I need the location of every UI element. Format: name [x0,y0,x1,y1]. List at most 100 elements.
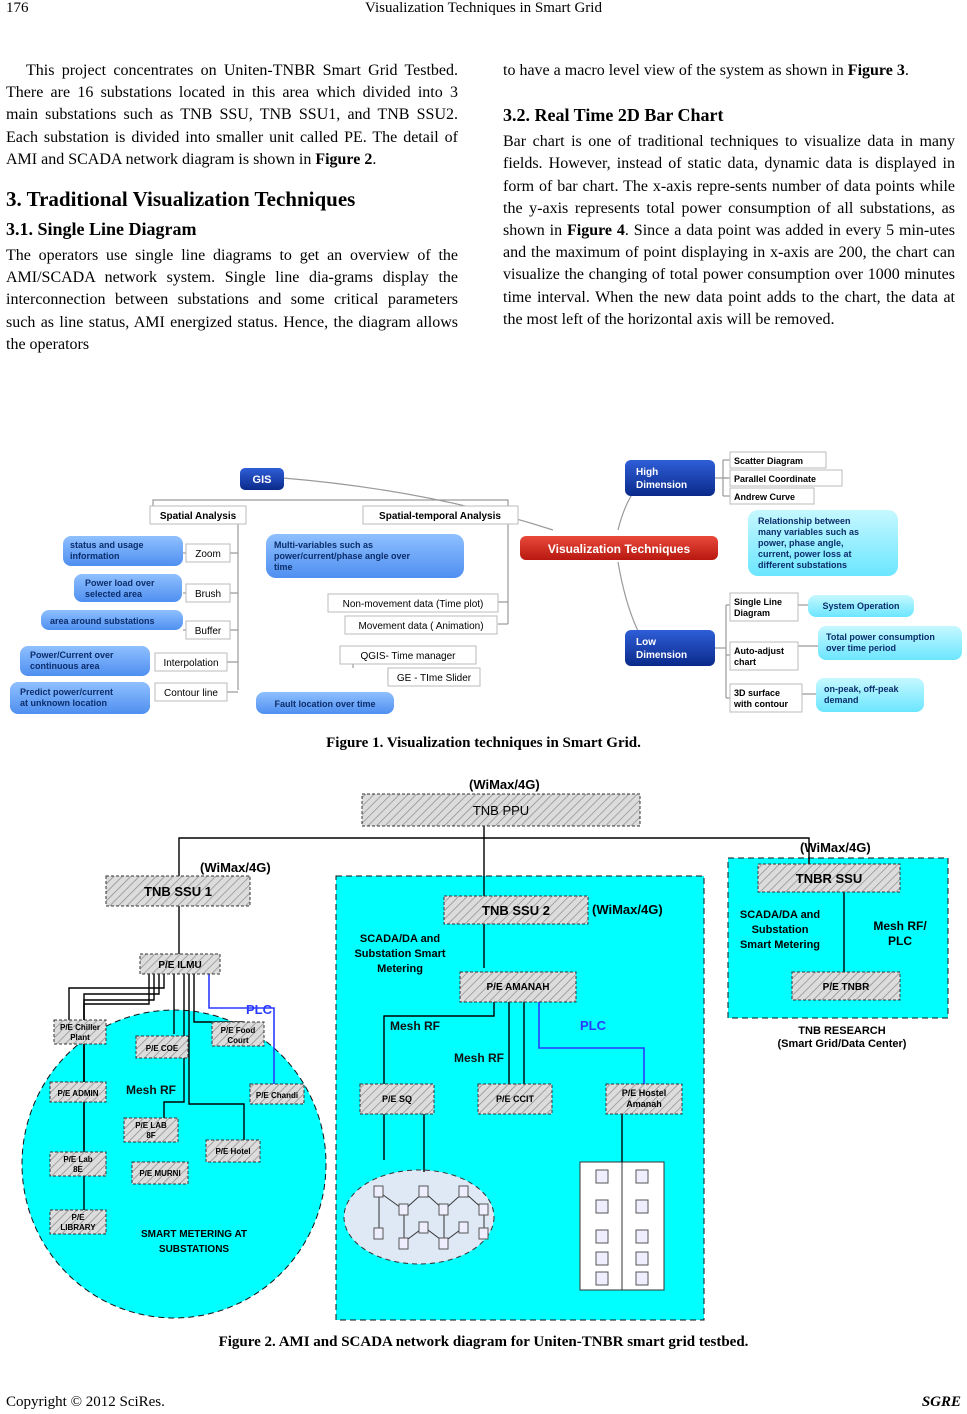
svg-text:Predict power/current: Predict power/current [20,687,113,697]
svg-text:Smart Metering: Smart Metering [740,939,820,951]
svg-text:SCADA/DA and: SCADA/DA and [740,909,820,921]
svg-text:power, phase angle,: power, phase angle, [758,538,844,548]
svg-text:(WiMax/4G): (WiMax/4G) [592,902,663,917]
svg-text:P/E ADMIN: P/E ADMIN [57,1089,98,1098]
svg-text:PLC: PLC [888,934,912,948]
figure-reference[interactable]: Figure 2 [315,150,373,168]
svg-text:8E: 8E [73,1165,83,1174]
svg-text:(WiMax/4G): (WiMax/4G) [200,860,271,875]
svg-text:TNB SSU 2: TNB SSU 2 [482,903,550,918]
svg-text:Plant: Plant [70,1033,90,1042]
svg-text:Andrew Curve: Andrew Curve [734,492,795,502]
svg-text:GIS: GIS [253,474,272,486]
svg-text:Diagram: Diagram [734,608,770,618]
svg-text:High: High [636,467,658,478]
svg-text:Mesh RF: Mesh RF [126,1083,176,1097]
svg-text:(Smart Grid/Data Center): (Smart Grid/Data Center) [778,1038,907,1050]
svg-text:Brush: Brush [195,589,221,600]
subsection-heading: 3.2. Real Time 2D Bar Chart [503,105,724,126]
svg-text:Interpolation: Interpolation [163,658,218,669]
svg-text:Amanah: Amanah [626,1099,662,1109]
journal-abbrev: SGRE [921,1394,961,1410]
running-title: Visualization Techniques in Smart Grid [365,0,602,16]
svg-text:P/E ILMU: P/E ILMU [158,960,201,971]
svg-text:P/E Chandi: P/E Chandi [256,1091,298,1100]
page-footer: Copyright © 2012 SciRes. SGRE [6,1394,961,1411]
svg-text:Mesh RF: Mesh RF [390,1019,440,1033]
svg-text:information: information [70,551,120,561]
paragraph: Bar chart is one of traditional techniqu… [503,133,955,328]
svg-text:Mesh RF/: Mesh RF/ [873,919,927,933]
figure-reference[interactable]: Figure 4 [567,222,625,240]
svg-text:Movement data ( Animation): Movement data ( Animation) [358,621,483,632]
svg-text:P/E Chiller: P/E Chiller [60,1023,100,1032]
svg-text:power/current/phase angle over: power/current/phase angle over [274,551,411,561]
svg-text:Non-movement data (Time plot): Non-movement data (Time plot) [343,599,484,610]
svg-text:Power/Current over: Power/Current over [30,650,114,660]
section-heading: 3. Traditional Visualization Techniques [6,187,356,212]
svg-text:Dimension: Dimension [636,480,687,491]
copyright: Copyright © 2012 SciRes. [6,1394,165,1410]
svg-text:P/E Lab: P/E Lab [63,1155,92,1164]
svg-text:TNB RESEARCH: TNB RESEARCH [798,1025,885,1037]
svg-text:Spatial Analysis: Spatial Analysis [160,511,237,522]
svg-text:time: time [274,562,293,572]
center-node [520,536,718,560]
svg-text:Parallel Coordinate: Parallel Coordinate [734,474,816,484]
paragraph: This project concentrates on Uniten-TNBR… [6,62,458,168]
svg-text:LIBRARY: LIBRARY [60,1223,96,1232]
figure-1-mindmap: GIS Spatial Analysis Spatial-temporal An… [8,450,966,722]
svg-text:Fault location over time: Fault location over time [274,699,375,709]
svg-text:TNB PPU: TNB PPU [473,803,529,818]
svg-text:P/E Food: P/E Food [221,1026,256,1035]
svg-text:P/E COE: P/E COE [146,1044,179,1053]
svg-text:Total power consumption: Total power consumption [826,632,935,642]
svg-text:P/E AMANAH: P/E AMANAH [487,982,550,993]
svg-text:Mesh RF: Mesh RF [454,1051,504,1065]
svg-text:Scatter Diagram: Scatter Diagram [734,456,803,466]
svg-text:P/E: P/E [72,1213,86,1222]
svg-text:(WiMax/4G): (WiMax/4G) [800,840,871,855]
paragraph: to have a macro level view of the system… [503,62,909,79]
svg-text:P/E Hostel: P/E Hostel [622,1088,667,1098]
svg-text:Contour line: Contour line [164,688,218,699]
figure-1-caption: Figure 1. Visualization techniques in Sm… [326,735,641,751]
svg-text:with contour: with contour [733,699,788,709]
svg-text:selected area: selected area [85,589,143,599]
svg-text:P/E TNBR: P/E TNBR [823,982,870,993]
svg-text:TNBR SSU: TNBR SSU [796,871,862,886]
gis-node [240,468,284,490]
svg-text:different substations: different substations [758,560,847,570]
svg-text:Court: Court [227,1036,249,1045]
svg-text:8F: 8F [146,1131,155,1140]
right-column: to have a macro level view of the system… [503,60,955,331]
svg-text:over time period: over time period [826,643,896,653]
svg-text:System Operation: System Operation [822,601,899,611]
svg-text:current, power loss at: current, power loss at [758,549,852,559]
svg-text:Auto-adjust: Auto-adjust [734,646,784,656]
left-column: This project concentrates on Uniten-TNBR… [6,60,458,356]
svg-text:Power load over: Power load over [85,578,155,588]
svg-text:Visualization Techniques: Visualization Techniques [548,542,691,556]
svg-text:(WiMax/4G): (WiMax/4G) [469,777,540,792]
svg-text:Spatial-temporal Analysis: Spatial-temporal Analysis [379,511,501,522]
svg-text:chart: chart [734,657,756,667]
svg-text:area around substations: area around substations [50,616,155,626]
figure-2-network: (WiMax/4G) (WiMax/4G) (WiMax/4G) (WiMax/… [14,772,954,1324]
svg-text:P/E LAB: P/E LAB [135,1121,167,1130]
svg-text:status and usage: status and usage [70,540,144,550]
svg-text:P/E MURNI: P/E MURNI [139,1169,180,1178]
svg-text:SCADA/DA and: SCADA/DA and [360,933,440,945]
svg-text:at unknown location: at unknown location [20,698,107,708]
svg-text:PLC: PLC [580,1018,607,1033]
svg-text:P/E Hotel: P/E Hotel [215,1147,250,1156]
svg-text:Substation: Substation [752,924,809,936]
svg-text:SMART METERING AT: SMART METERING AT [141,1229,247,1240]
svg-text:Metering: Metering [377,963,423,975]
figure-reference[interactable]: Figure 3 [847,62,905,79]
svg-text:demand: demand [824,695,859,705]
svg-text:SUBSTATIONS: SUBSTATIONS [159,1244,230,1255]
svg-text:Low: Low [636,637,656,648]
subsection-heading: 3.1. Single Line Diagram [6,219,197,240]
svg-text:Multi-variables such as: Multi-variables such as [274,540,373,550]
